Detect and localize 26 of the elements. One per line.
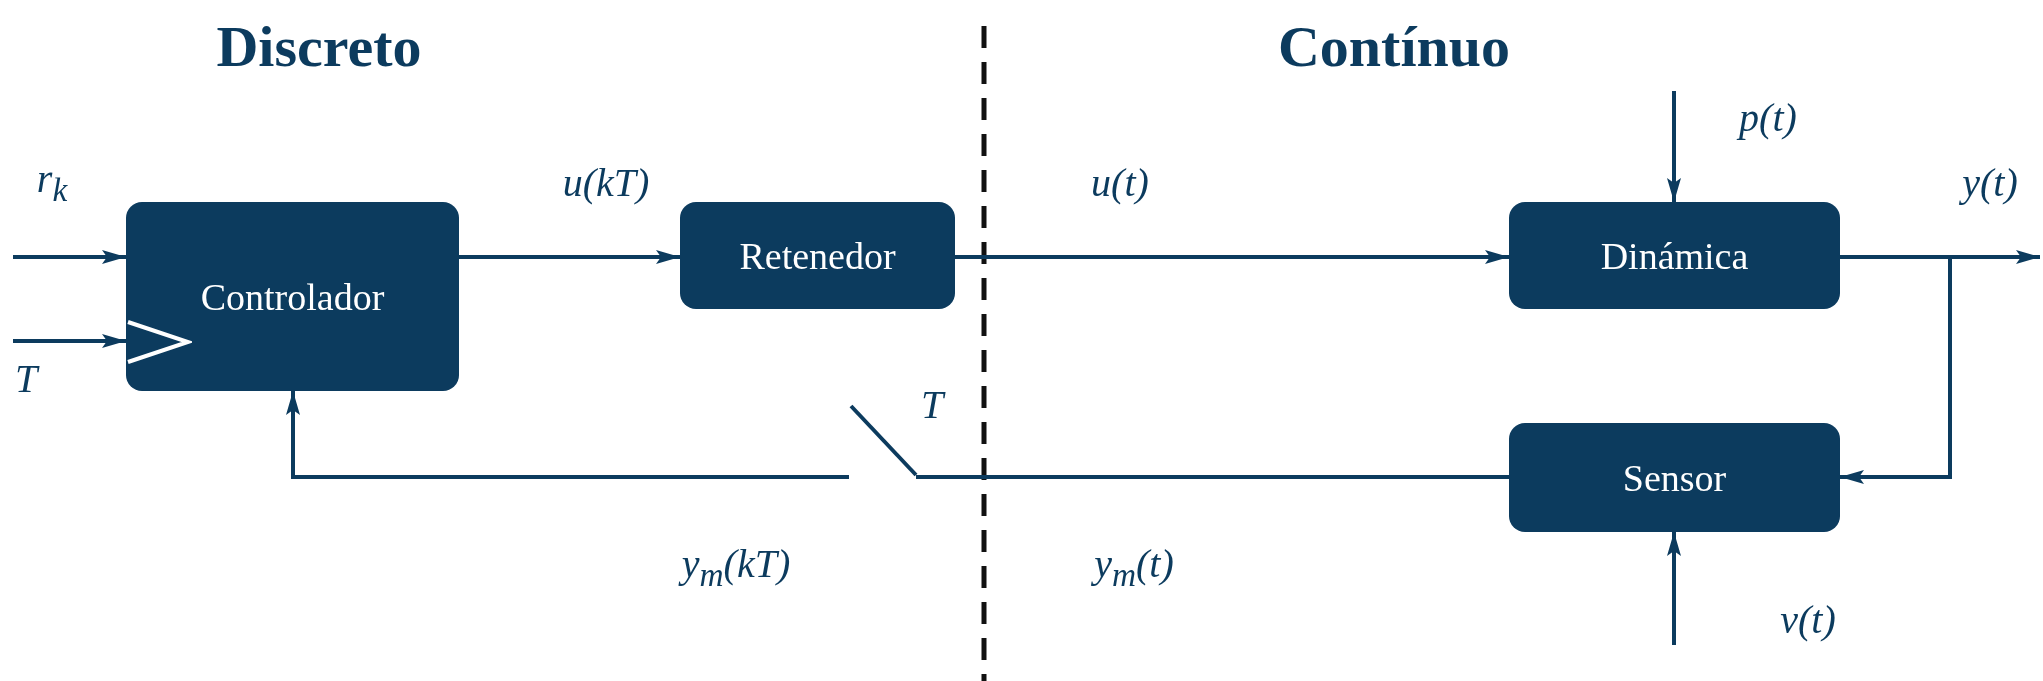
process-box bbox=[126, 202, 459, 391]
signal-label: v(t) bbox=[1780, 595, 1836, 643]
arrow bbox=[1667, 91, 1681, 202]
box-label: Sensor bbox=[1622, 455, 1727, 500]
signal-label: T bbox=[14, 354, 38, 402]
section-heading: Contínuo bbox=[1277, 12, 1511, 80]
switch-symbol bbox=[849, 404, 916, 477]
box-label: Dinámica bbox=[1600, 233, 1749, 278]
process-box bbox=[1509, 202, 1840, 309]
signal-label: u(kT) bbox=[562, 158, 650, 206]
signal-label: r$_{k}$ bbox=[36, 155, 68, 209]
arrow bbox=[459, 250, 680, 264]
process-box bbox=[1509, 423, 1840, 532]
arrow bbox=[13, 334, 126, 348]
switch-label: T bbox=[920, 380, 944, 428]
section-heading: Discreto bbox=[216, 12, 422, 80]
box-label: Retenedor bbox=[739, 233, 896, 278]
box-label: Controlador bbox=[200, 274, 385, 319]
signal-label: u(t) bbox=[1091, 158, 1149, 206]
arrow bbox=[955, 250, 1509, 264]
arrow bbox=[1840, 255, 1952, 484]
process-box bbox=[680, 202, 955, 309]
arrow bbox=[286, 391, 849, 479]
arrow bbox=[1667, 532, 1681, 645]
connector-line bbox=[916, 475, 1509, 479]
arrow bbox=[13, 250, 126, 264]
